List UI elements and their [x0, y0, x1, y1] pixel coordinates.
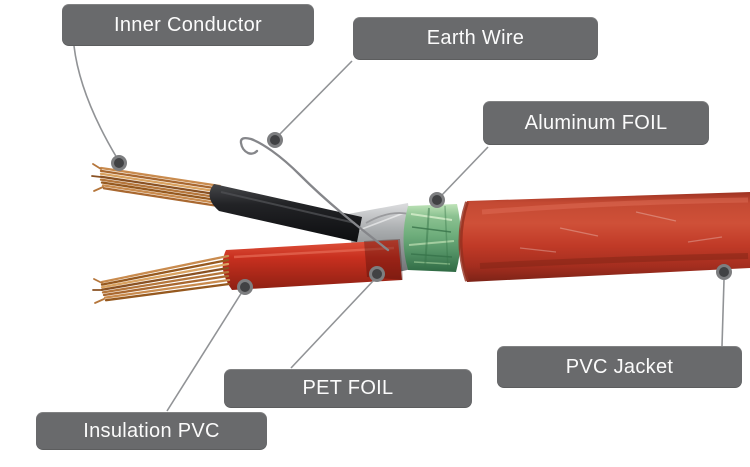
black-wire: [209, 184, 362, 242]
label-earth-wire-text: Earth Wire: [426, 27, 525, 49]
leader-pet-foil: [290, 279, 375, 369]
earth-wire-strand-2: [365, 212, 410, 224]
marker-inner-conductor: [111, 155, 127, 171]
marker-pvc-jacket: [716, 264, 732, 280]
aluminum-foil-wrap: [403, 204, 461, 272]
leader-aluminum-foil: [440, 146, 489, 197]
earth-wire-strand: [239, 136, 390, 252]
leader-insulation-pvc: [166, 291, 243, 412]
callout-markers: [111, 132, 732, 295]
inner-conductor-strands-lower: [92, 254, 231, 304]
marker-aluminum-foil: [429, 192, 445, 208]
label-earth-wire: Earth Wire: [353, 17, 598, 60]
leader-inner-conductor: [73, 45, 118, 159]
marker-insulation-pvc: [237, 279, 253, 295]
marker-pet-foil: [369, 266, 385, 282]
label-aluminum-foil-text: Aluminum FOIL: [524, 111, 668, 134]
label-inner-conductor-text: Inner Conductor: [114, 13, 262, 36]
label-aluminum-foil: Aluminum FOIL: [483, 101, 709, 145]
marker-earth-wire: [267, 132, 283, 148]
leader-lines: [73, 45, 725, 412]
label-insulation-pvc-text: Insulation PVC: [83, 419, 220, 442]
label-pvc-jacket-text: PVC Jacket: [565, 355, 674, 378]
label-pet-foil-text: PET FOIL: [302, 377, 394, 399]
label-pvc-jacket: PVC Jacket: [497, 346, 742, 388]
label-inner-conductor: Inner Conductor: [62, 4, 314, 46]
label-pet-foil: PET FOIL: [224, 369, 472, 408]
inner-conductor-strands-upper: [91, 163, 222, 208]
leader-earth-wire: [278, 60, 353, 136]
pvc-jacket-body: [458, 192, 750, 282]
leader-pvc-jacket: [721, 279, 725, 347]
label-insulation-pvc: Insulation PVC: [36, 412, 267, 450]
